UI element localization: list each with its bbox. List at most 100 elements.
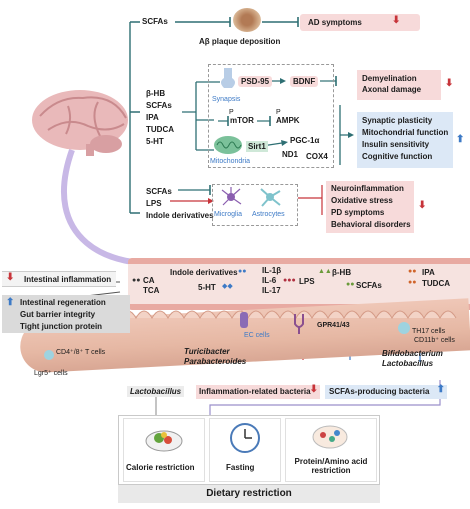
gpr-label: GPR41/43 (317, 322, 350, 329)
synapse-icon (221, 68, 235, 88)
metabolite-item: 5-HT (146, 137, 164, 146)
intestinal-inflammation-label: Intestinal inflammation (24, 275, 112, 284)
diet-card-protein: Protein/Amino acid restriction (285, 418, 377, 482)
scfas-label-top: SCFAs (142, 17, 168, 26)
ec-cell (240, 312, 248, 328)
diet-card-calorie: Calorie restriction (123, 418, 205, 482)
benefit-item: Insulin sensitivity (362, 140, 430, 149)
sirt1-label: Sirt1 (246, 141, 268, 152)
metabolite-item: Indole derivatives (146, 211, 214, 220)
diet-panel: Calorie restriction Fasting Protein/Amin… (118, 415, 380, 485)
bhb-label: β-HB (332, 268, 352, 277)
mtor-label: mTOR (230, 116, 254, 125)
abeta-plaque-image (233, 8, 261, 32)
brain-illustration (32, 90, 128, 156)
tudca-label: TUDCA (422, 279, 450, 288)
scfa-bacteria-label: SCFAs-producing bacteria (329, 387, 430, 396)
benefit-item: Cognitive function (362, 152, 433, 161)
cytokine-item: IL-1β (262, 266, 282, 275)
gut-benefits-box: ⬆ Intestinal regeneration Gut barrier in… (2, 295, 130, 333)
demyelination-box: Demyelination Axonal damage (357, 70, 441, 100)
bdnf-box: BDNF (290, 76, 319, 87)
metabolite-list-2: SCFAs LPS Indole derivatives (146, 186, 214, 222)
mitochondria-icon (214, 136, 242, 154)
cd4-label: CD4⁺/8⁺ T cells (56, 349, 106, 356)
th17-label: TH17 cells (412, 328, 446, 335)
microglia-icon (221, 187, 242, 206)
demyel-item: Demyelination (362, 74, 417, 83)
gut-benefit-item: Tight junction protein (20, 322, 103, 331)
plate-icon (145, 430, 183, 452)
bacteria-name: Parabacteroides (184, 357, 247, 366)
lgr5-label: Lgr5⁺ cells (34, 370, 68, 377)
bacteria-name: Lactobacillus (382, 359, 434, 368)
scfa-bacteria-box: SCFAs-producing bacteria ⬆ (325, 385, 447, 399)
lps-label: LPS (299, 277, 315, 286)
cytokine-list: IL-1β IL-6 IL-17 (262, 266, 281, 296)
metabolite-item: IPA (146, 113, 159, 122)
t-cell (44, 350, 54, 360)
benefit-item: Synaptic plasticity (362, 116, 433, 125)
intestinal-inflammation-box: ⬇ Intestinal inflammation (2, 271, 116, 287)
scfas-gut-label: SCFAs (356, 281, 382, 290)
calorie-label: Calorie restriction (126, 463, 195, 472)
phospho-label: P (276, 109, 281, 116)
pgc1a-label: PGC-1α (290, 136, 320, 145)
th17-cell (398, 322, 410, 334)
indole-label: Indole derivatives (170, 268, 238, 277)
abeta-label: Aβ plaque deposition (199, 37, 281, 46)
dot-icon: ●● (408, 268, 417, 275)
ampk-label: AMPK (276, 116, 300, 125)
up-arrow-icon: ⬆ (6, 297, 15, 308)
mitochondria-label: Mitochondria (210, 158, 251, 165)
protein-label: Protein/Amino acid restriction (294, 457, 368, 475)
gut-benefit-item: Gut barrier integrity (20, 310, 96, 319)
neuro-effect-item: Neuroinflammation (331, 184, 404, 193)
receptor-icon (294, 314, 304, 334)
tca-label: TCA (143, 286, 160, 295)
neuro-effect-item: PD symptoms (331, 208, 385, 217)
bacteria-name: Turicibacter (184, 347, 230, 356)
ca-label: CA (143, 276, 155, 285)
5ht-label: 5-HT (198, 283, 216, 292)
microglia-label: Microglia (214, 211, 243, 218)
lactobacillus-box: Lactobacillus (127, 386, 185, 397)
ad-symptoms-label: AD symptoms (308, 18, 362, 27)
cd11-label: CD11b⁺ cells (414, 337, 455, 344)
up-arrow-icon: ⬆ (436, 384, 445, 395)
metabolite-item: LPS (146, 199, 162, 208)
inflammation-bacteria-label: Inflammation-related bacteria (199, 387, 311, 396)
triangle-icon: ▲▲ (318, 268, 332, 275)
dot-icon: ●● (132, 277, 141, 284)
metabolite-item: SCFAs (146, 187, 172, 196)
cytokine-item: IL-6 (262, 276, 277, 285)
down-arrow-icon: ⬇ (445, 78, 454, 89)
demyel-item: Axonal damage (362, 85, 422, 94)
nd1-label: ND1 (282, 150, 299, 159)
neuron-panel (208, 64, 334, 168)
ad-symptoms-box: AD symptoms ⬇ (300, 14, 420, 31)
psd95-box: PSD-95 (238, 76, 273, 87)
down-arrow-icon: ⬇ (6, 272, 15, 283)
metabolite-item: β-HB (146, 89, 166, 98)
down-arrow-icon: ⬇ (418, 200, 427, 211)
neuro-effect-item: Oxidative stress (331, 196, 393, 205)
diamond-icon: ◆◆ (222, 283, 233, 290)
diet-card-fasting: Fasting (209, 418, 281, 482)
clock-plate-icon (230, 423, 260, 453)
up-arrow-icon: ⬆ (456, 134, 465, 145)
down-arrow-icon: ⬇ (309, 384, 318, 395)
ipa-label: IPA (422, 268, 435, 277)
turicibacter-label: Turicibacter Parabacteroides (184, 347, 246, 367)
synapsis-label: Synapsis (212, 96, 241, 103)
phospho-label: P (229, 109, 234, 116)
bifidobacterium-label: Bifidobacterium Lactobacillus (382, 349, 443, 369)
neuro-effects-box: Neuroinflammation Oxidative stress PD sy… (326, 181, 414, 233)
protein-icon (312, 425, 348, 449)
metabolite-item: SCFAs (146, 101, 172, 110)
dot-icon: ●●● (283, 277, 296, 284)
fasting-label: Fasting (226, 463, 255, 472)
cox4-label: COX4 (306, 152, 328, 161)
metabolite-item: TUDCA (146, 125, 174, 134)
down-arrow-icon: ⬇ (392, 15, 401, 26)
